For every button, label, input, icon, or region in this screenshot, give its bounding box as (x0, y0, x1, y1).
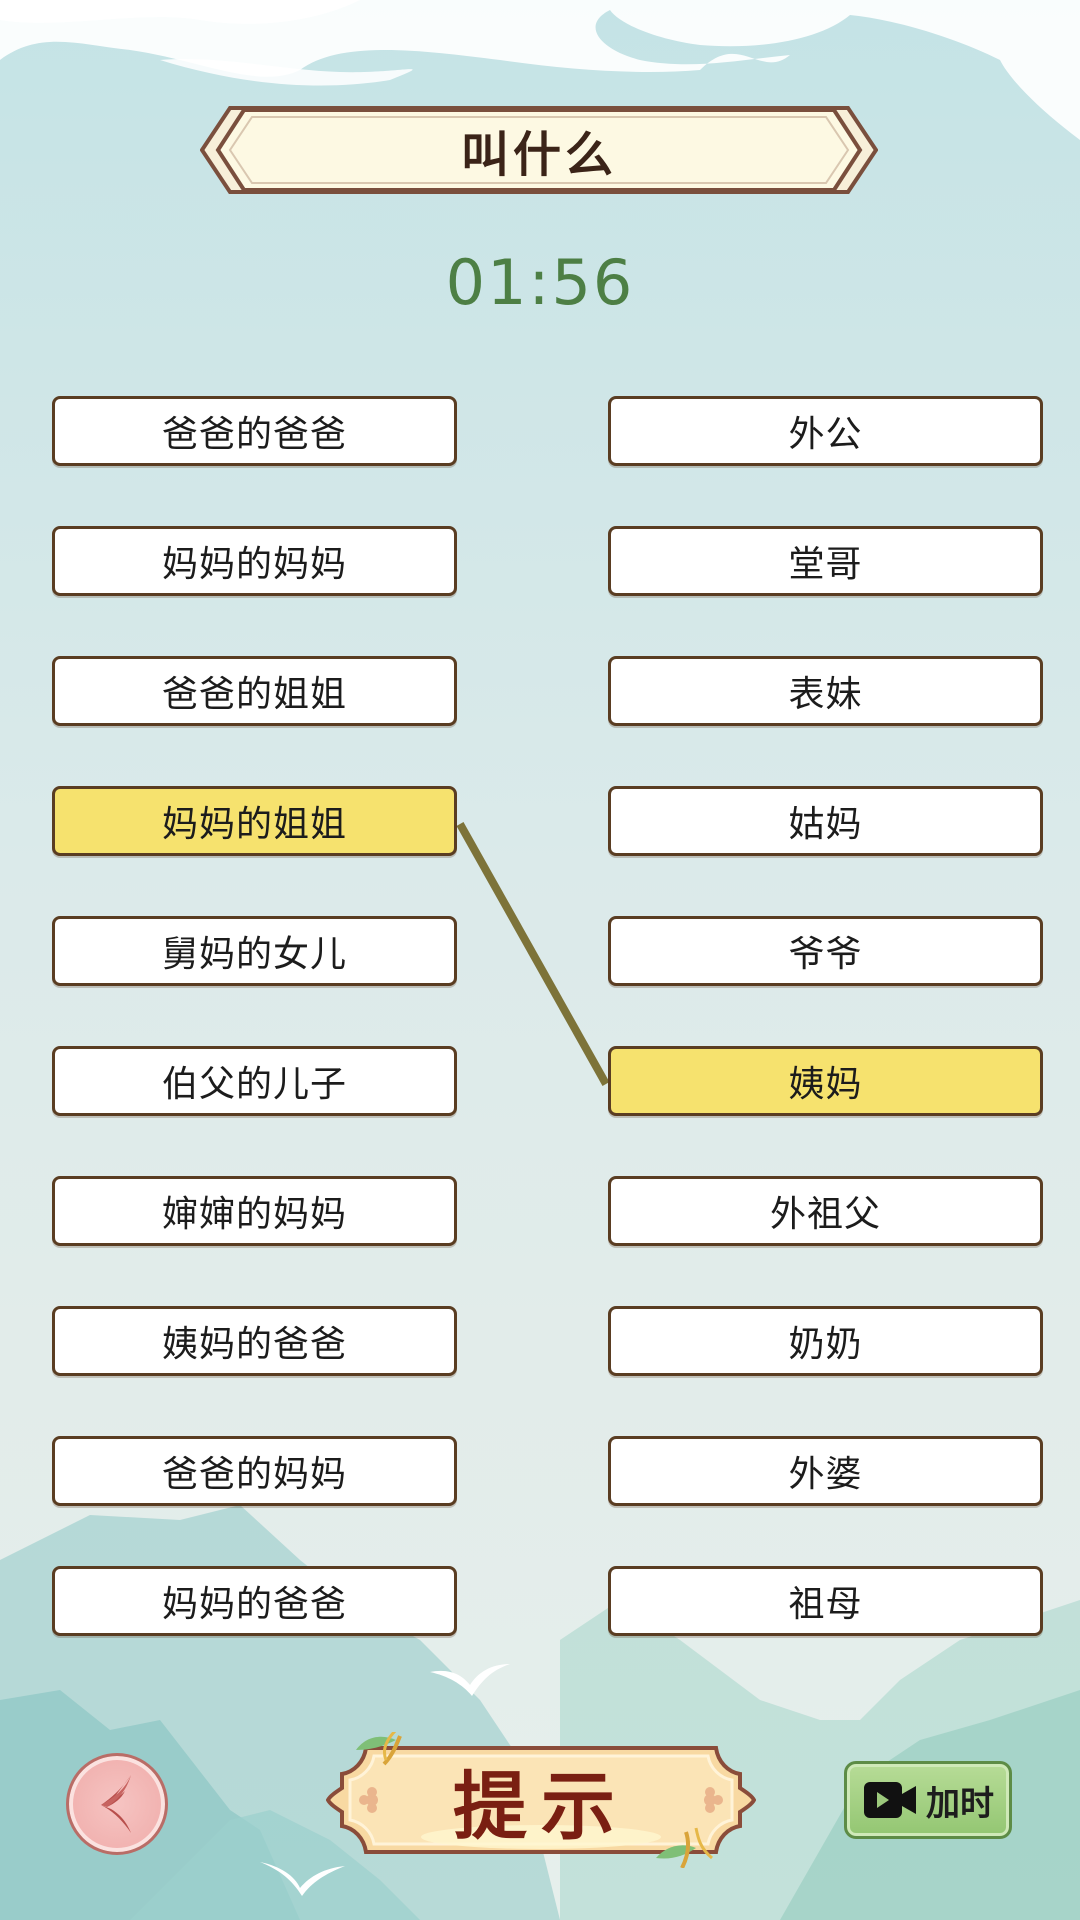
right-item-7[interactable]: 外祖父 (608, 1176, 1043, 1246)
right-item-label: 表妹 (788, 674, 863, 715)
hint-frame-icon (326, 1732, 756, 1868)
right-item-5[interactable]: 爷爷 (608, 916, 1043, 986)
back-arrow-icon (101, 1775, 131, 1833)
hint-button[interactable]: 提示 (326, 1732, 756, 1868)
right-item-label: 堂哥 (788, 544, 863, 585)
left-item-9[interactable]: 爸爸的妈妈 (52, 1436, 457, 1506)
video-camera-icon (864, 1782, 916, 1818)
left-item-1[interactable]: 爸爸的爸爸 (52, 396, 457, 466)
left-item-4-selected[interactable]: 妈妈的姐姐 (52, 786, 457, 856)
left-item-8[interactable]: 姨妈的爸爸 (52, 1306, 457, 1376)
right-item-label: 外公 (788, 414, 863, 455)
right-item-2[interactable]: 堂哥 (608, 526, 1043, 596)
back-button[interactable] (66, 1753, 168, 1855)
add-time-label: 加时 (926, 1783, 994, 1824)
right-item-9[interactable]: 外婆 (608, 1436, 1043, 1506)
left-item-5[interactable]: 舅妈的女儿 (52, 916, 457, 986)
right-item-10[interactable]: 祖母 (608, 1566, 1043, 1636)
right-item-label: 姨妈 (788, 1064, 863, 1105)
left-item-3[interactable]: 爸爸的姐姐 (52, 656, 457, 726)
title-banner: 叫什么 (200, 104, 878, 196)
countdown-timer: 01:56 (445, 246, 635, 319)
right-item-label: 爷爷 (788, 934, 863, 975)
right-item-1[interactable]: 外公 (608, 396, 1043, 466)
left-item-label: 舅妈的女儿 (161, 934, 347, 975)
right-item-label: 外婆 (788, 1454, 863, 1495)
left-item-label: 妈妈的姐姐 (161, 804, 347, 845)
hint-button-label: 提示 (453, 1763, 629, 1850)
right-item-4[interactable]: 姑妈 (608, 786, 1043, 856)
left-item-label: 妈妈的爸爸 (161, 1584, 347, 1625)
right-item-3[interactable]: 表妹 (608, 656, 1043, 726)
left-item-label: 伯父的儿子 (161, 1064, 347, 1105)
left-item-6[interactable]: 伯父的儿子 (52, 1046, 457, 1116)
left-item-2[interactable]: 妈妈的妈妈 (52, 526, 457, 596)
left-item-label: 姨妈的爸爸 (161, 1324, 347, 1365)
left-item-label: 爸爸的妈妈 (161, 1454, 347, 1495)
banner-frame-icon (200, 106, 878, 194)
right-item-label: 外祖父 (769, 1194, 881, 1235)
page-title: 叫什么 (460, 127, 617, 183)
left-item-label: 爸爸的姐姐 (161, 674, 347, 715)
left-item-label: 妈妈的妈妈 (161, 544, 347, 585)
right-item-8[interactable]: 奶奶 (608, 1306, 1043, 1376)
left-item-7[interactable]: 婶婶的妈妈 (52, 1176, 457, 1246)
right-item-label: 祖母 (788, 1584, 863, 1625)
left-item-label: 爸爸的爸爸 (161, 414, 347, 455)
left-item-10[interactable]: 妈妈的爸爸 (52, 1566, 457, 1636)
right-item-6-selected[interactable]: 姨妈 (608, 1046, 1043, 1116)
left-item-label: 婶婶的妈妈 (161, 1194, 347, 1235)
right-item-label: 奶奶 (788, 1324, 863, 1365)
add-time-button[interactable]: 加时 (844, 1753, 1012, 1847)
right-item-label: 姑妈 (788, 804, 863, 845)
